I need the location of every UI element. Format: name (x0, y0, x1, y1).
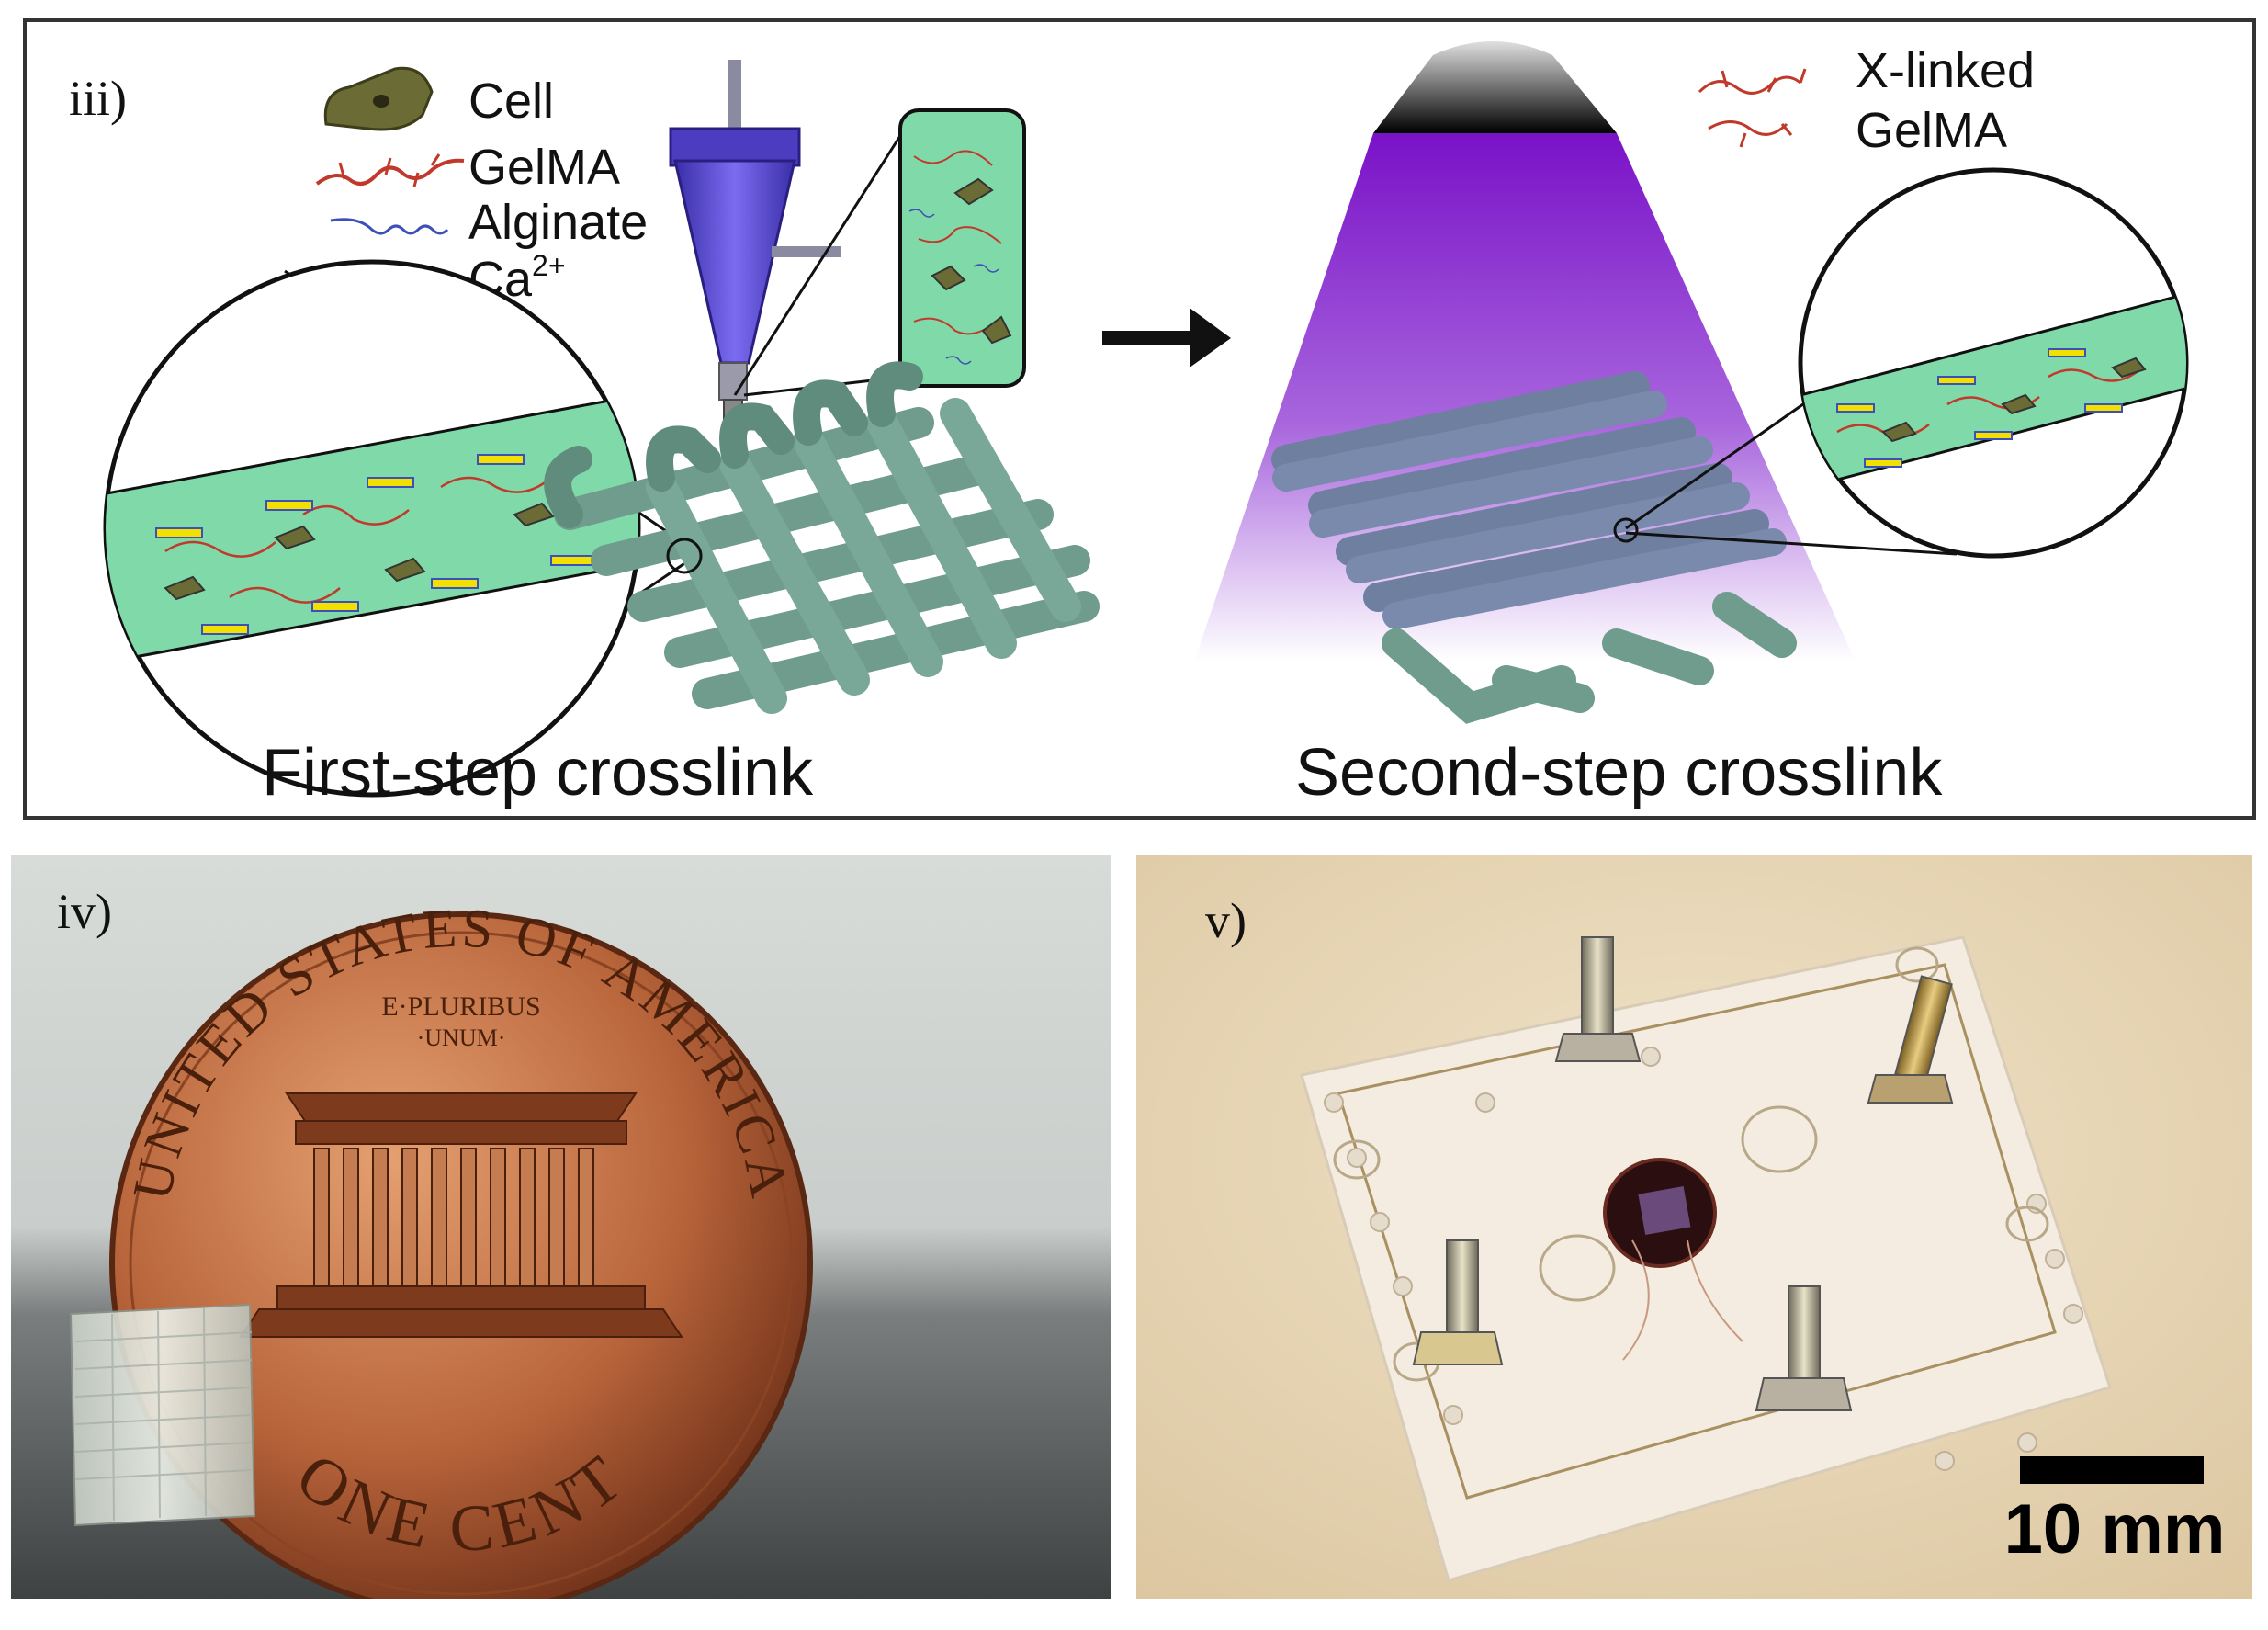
caption-first-step: First-step crosslink (262, 736, 814, 809)
panel-v-label: v) (1205, 893, 1247, 948)
nozzle-zoom-inset (733, 108, 1026, 397)
panel-iii-schematic: iii) Cell GelMA Alginate Ca2+ (23, 18, 2256, 820)
penny-coin: UNITED STATES OF AMERICA E·PLURIBUS ·UNU… (109, 897, 813, 1599)
panel-iv-label: iv) (57, 884, 112, 939)
gelma-icon (315, 158, 465, 186)
xlinked-line1: X-linked (1856, 43, 2035, 98)
coin-motto-2: ·UNUM· (417, 1024, 506, 1051)
scale-bar (2020, 1456, 2204, 1484)
legend-gelma: GelMA (468, 140, 620, 195)
legend: Cell GelMA Alginate Ca2+ (315, 66, 648, 307)
caption-second-step: Second-step crosslink (1295, 736, 1943, 809)
crosslinked-lattice (1271, 371, 1797, 724)
process-arrow (1102, 308, 1231, 368)
xlinked-line2: GelMA (1856, 103, 2007, 158)
printed-construct (69, 1303, 256, 1527)
alginate-icon (330, 218, 449, 235)
panel-iii-border (23, 18, 2256, 820)
lattice-zoom-point (666, 538, 703, 574)
xlinked-legend: X-linked GelMA (1698, 43, 2035, 158)
bolt-3 (1412, 1239, 1504, 1365)
xlinked-gelma-icon (1698, 68, 1807, 148)
scale-bar-label: 10 mm (2004, 1490, 2226, 1568)
left-zoom-circle (103, 259, 690, 798)
bolt-2 (1867, 975, 1954, 1104)
calcium-superscript: 2+ (532, 249, 565, 282)
bolt-4 (1755, 1285, 1853, 1411)
chip-device (1300, 935, 2112, 1582)
panel-v-photo: v) (1136, 855, 2252, 1599)
printed-lattice (544, 361, 1100, 714)
panel-iii-label: iii) (69, 71, 127, 126)
legend-alginate: Alginate (468, 195, 648, 250)
right-zoom-circle (1613, 167, 2189, 559)
coin-memorial (239, 1092, 683, 1338)
bolt-1 (1554, 936, 1642, 1062)
coin-motto: E·PLURIBUS (381, 991, 540, 1022)
legend-cell: Cell (468, 74, 554, 129)
panel-iv-photo: iv) UNITED STATES OF AMERICA E·PLURIBUS … (11, 855, 1111, 1599)
